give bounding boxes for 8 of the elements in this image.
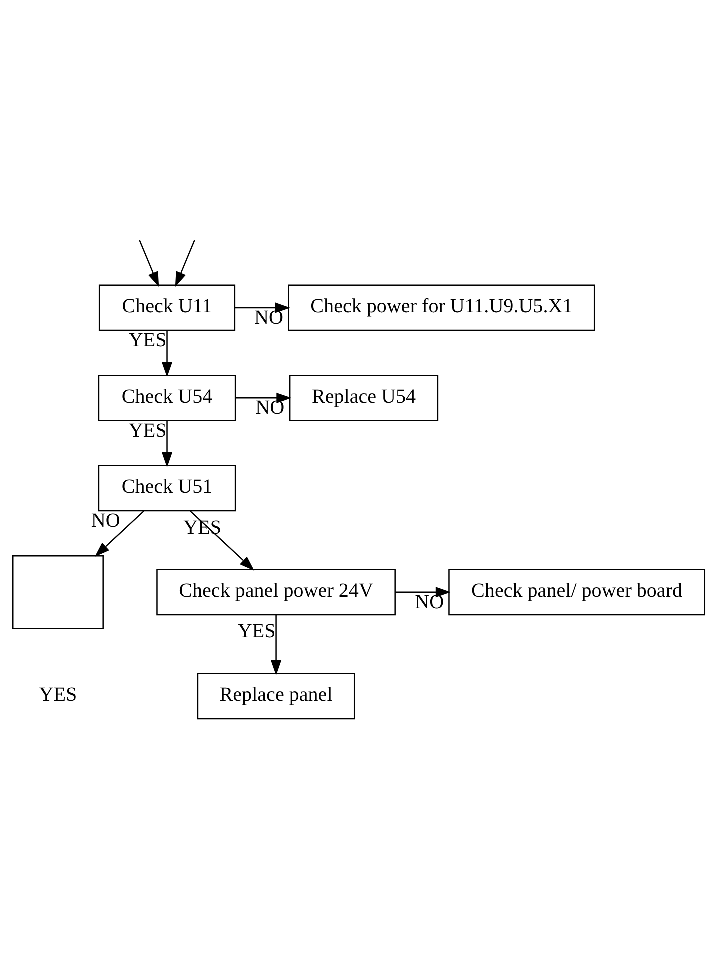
edge-label: YES: [128, 330, 167, 352]
label: YES: [39, 684, 78, 706]
edge-label: NO: [415, 591, 444, 614]
edge-label: YES: [238, 620, 276, 643]
edge-label: NO: [254, 306, 284, 329]
edge-label: NO: [91, 510, 120, 532]
edge-label: NO: [256, 397, 285, 420]
edge-label: YES: [128, 420, 167, 442]
